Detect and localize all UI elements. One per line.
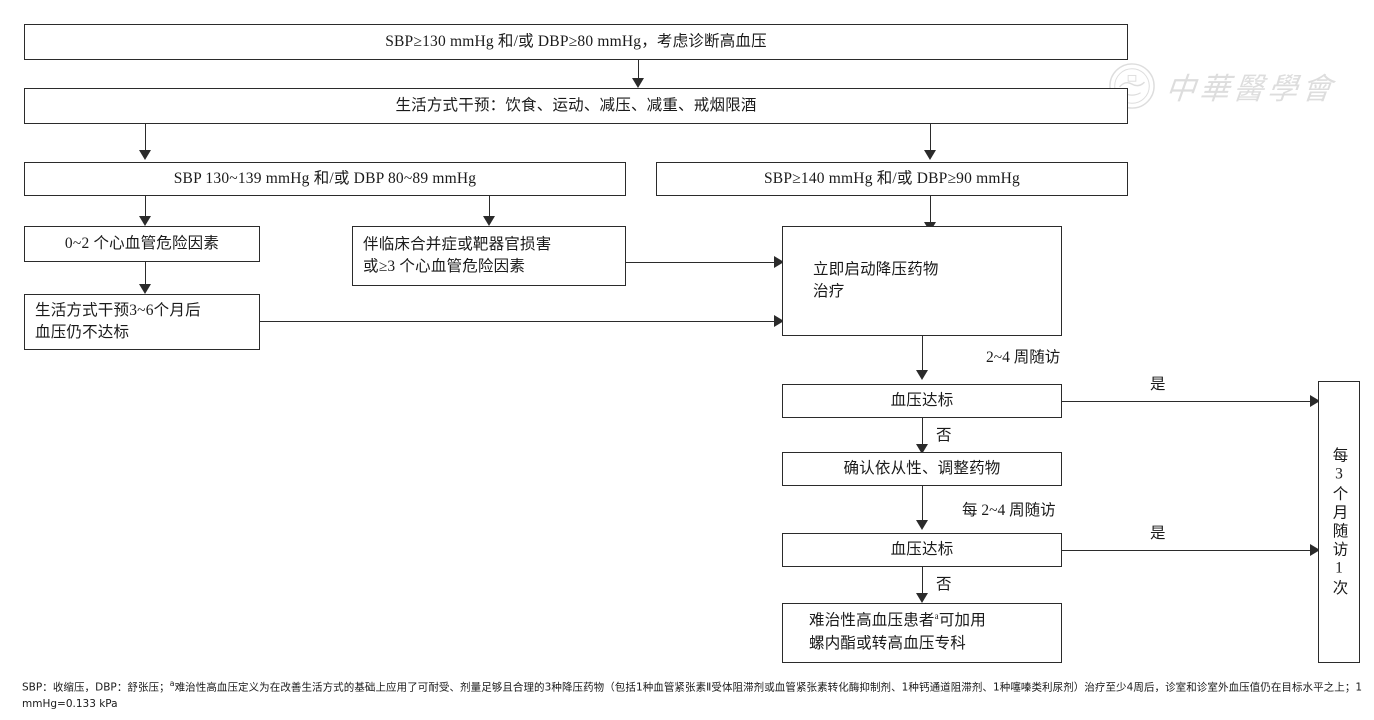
node-lifestyle-3-6m: 生活方式干预3~6个月后 血压仍不达标 [24, 294, 260, 350]
connector-lifestyle36-drug [260, 321, 776, 322]
connector-risk-lifestyle36 [145, 262, 146, 286]
connector-lifestyle-right [930, 124, 931, 152]
node-bp-130-139-label: SBP 130~139 mmHg 和/或 DBP 80~89 mmHg [173, 169, 477, 187]
arrowhead-lifestyle36-drug [774, 314, 784, 327]
node-bp-130-139: SBP 130~139 mmHg 和/或 DBP 80~89 mmHg [24, 162, 626, 196]
node-comorbidity: 伴临床合并症或靶器官损害 或≥3 个心血管危险因素 [352, 226, 626, 286]
node-start-drug-label: 立即启动降压药物 治疗 [813, 260, 939, 300]
node-lifestyle-3-6m-label: 生活方式干预3~6个月后 血压仍不达标 [35, 301, 201, 341]
node-bp-140-90-label: SBP≥140 mmHg 和/或 DBP≥90 mmHg [763, 169, 1020, 187]
arrowhead-lifestyle-right [923, 150, 936, 160]
edge-label-followup-every-2-4w: 每 2~4 周随访 [962, 502, 1056, 519]
node-refractory-text: 难治性高血压患者a可加用螺内酯或转高血压专科 [809, 610, 986, 655]
node-bp-target-1-label: 血压达标 [890, 391, 954, 409]
watermark: 中華醫學會 [1108, 58, 1338, 114]
node-refractory-line1-pre: 难治性高血压患者 [809, 612, 935, 630]
arrowhead-bp130-comorbid [482, 216, 495, 226]
arrowhead-bptarget2-no [915, 593, 928, 603]
node-bp-target-2-label: 血压达标 [890, 540, 954, 558]
connector-comorbid-drug [626, 262, 776, 263]
edge-label-yes-2: 是 [1150, 525, 1166, 542]
node-diagnosis: SBP≥130 mmHg 和/或 DBP≥80 mmHg，考虑诊断高血压 [24, 24, 1128, 60]
connector-bptarget1-no [922, 418, 923, 448]
arrowhead-bptarget2-yes [1310, 543, 1320, 556]
node-refractory-line2: 螺内酯或转高血压专科 [809, 635, 967, 653]
connector-bptarget1-yes [1062, 401, 1312, 402]
connector-diagnosis-lifestyle [638, 60, 639, 80]
arrowhead-comorbid-drug [774, 255, 784, 268]
watermark-text: 中華醫學會 [1163, 73, 1338, 106]
connector-bp130-risk [145, 196, 146, 218]
node-bp-target-2: 血压达标 [782, 533, 1062, 567]
node-adjust-drug-label: 确认依从性、调整药物 [843, 459, 1001, 477]
arrowhead-bptarget1-no [915, 444, 928, 454]
connector-drug-bptarget1 [922, 336, 923, 372]
connector-bp140-drug [930, 196, 931, 226]
node-adjust-drug: 确认依从性、调整药物 [782, 452, 1062, 486]
node-lifestyle: 生活方式干预：饮食、运动、减压、减重、戒烟限酒 [24, 88, 1128, 124]
arrowhead-diagnosis-lifestyle [631, 78, 644, 88]
arrowhead-bp130-risk [138, 216, 151, 226]
edge-label-followup-2-4w: 2~4 周随访 [986, 349, 1061, 366]
footnote-part2: 难治性高血压定义为在改善生活方式的基础上应用了可耐受、剂量足够且合理的3种降压药… [22, 681, 1362, 710]
node-bp-target-1: 血压达标 [782, 384, 1062, 418]
arrowhead-adjust-bptarget2 [915, 520, 928, 530]
footnote: SBP：收缩压，DBP：舒张压；a难治性高血压定义为在改善生活方式的基础上应用了… [22, 678, 1362, 712]
footnote-sup-marker: a [169, 679, 175, 688]
arrowhead-bptarget1-yes [1310, 394, 1320, 407]
node-bp-140-90: SBP≥140 mmHg 和/或 DBP≥90 mmHg [656, 162, 1128, 196]
node-diagnosis-label: SBP≥130 mmHg 和/或 DBP≥80 mmHg，考虑诊断高血压 [385, 32, 767, 50]
node-refractory-footnote-marker: a [934, 611, 939, 622]
edge-label-no-1: 否 [936, 427, 952, 444]
arrowhead-drug-bptarget1 [915, 370, 928, 380]
arrowhead-risk-lifestyle36 [138, 284, 151, 294]
node-risk-0-2: 0~2 个心血管危险因素 [24, 226, 260, 262]
edge-label-no-2: 否 [936, 576, 952, 593]
connector-bptarget2-yes [1062, 550, 1312, 551]
node-risk-0-2-label: 0~2 个心血管危险因素 [64, 234, 220, 252]
node-lifestyle-label: 生活方式干预：饮食、运动、减压、减重、戒烟限酒 [395, 96, 757, 114]
edge-label-yes-1: 是 [1150, 376, 1166, 393]
connector-bp130-comorbid [489, 196, 490, 218]
node-comorbidity-label: 伴临床合并症或靶器官损害 或≥3 个心血管危险因素 [363, 235, 552, 275]
node-followup-3-months: 每3个月随访1次 [1318, 381, 1360, 663]
connector-bptarget2-no [922, 567, 923, 597]
node-refractory: 难治性高血压患者a可加用螺内酯或转高血压专科 [782, 603, 1062, 663]
node-followup-3-months-label: 每3个月随访1次 [1330, 446, 1348, 598]
connector-adjust-bptarget2 [922, 486, 923, 522]
node-start-drug: 立即启动降压药物 治疗 [782, 226, 1062, 336]
connector-lifestyle-left [145, 124, 146, 152]
footnote-part1: SBP：收缩压，DBP：舒张压； [22, 681, 170, 694]
node-refractory-line1-post: 可加用 [938, 612, 986, 630]
arrowhead-lifestyle-left [138, 150, 151, 160]
